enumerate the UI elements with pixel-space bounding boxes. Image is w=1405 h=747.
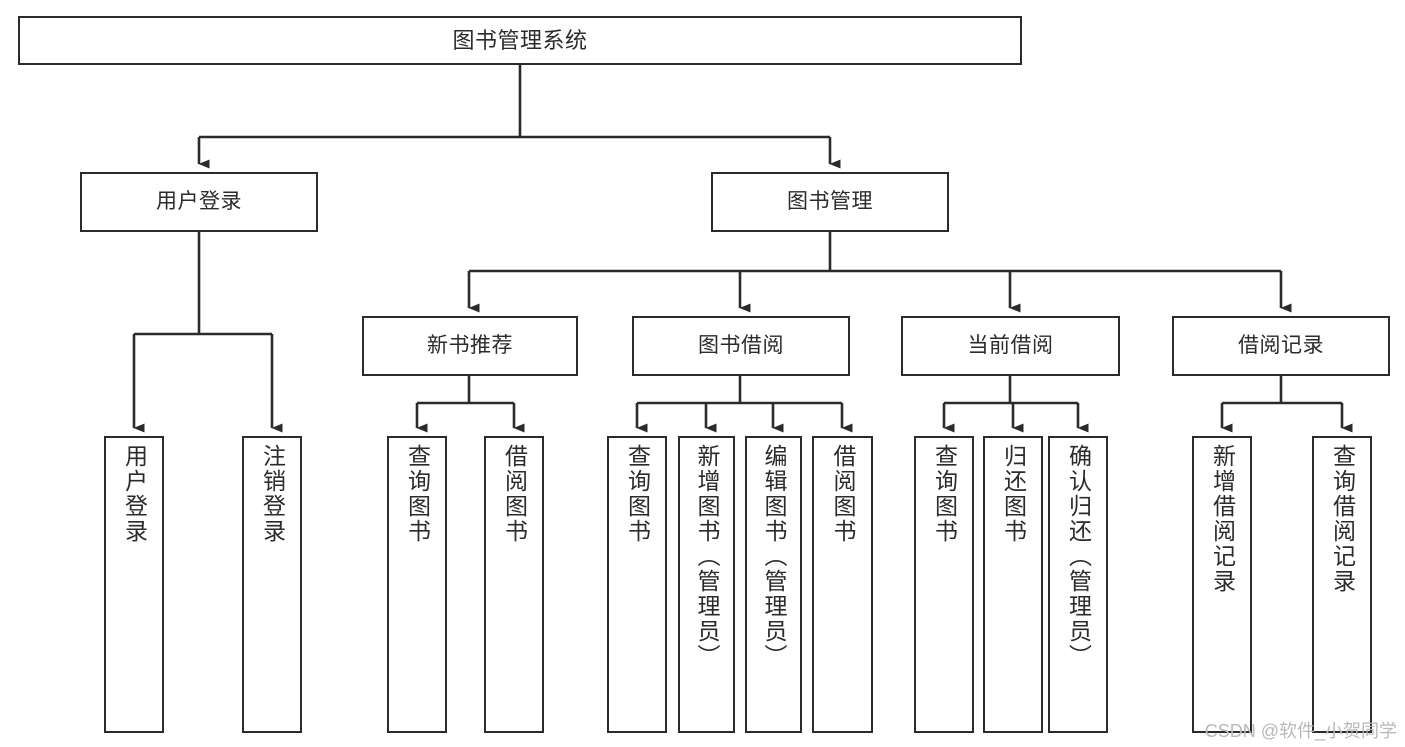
node-leaf-logout[interactable]: 注销登录 xyxy=(242,436,302,733)
node-leaf-add-record-label: 新增借阅记录 xyxy=(1209,444,1236,594)
node-current-borrow[interactable]: 当前借阅 xyxy=(901,316,1120,376)
node-leaf-borrow-book-1[interactable]: 借阅图书 xyxy=(484,436,544,733)
node-leaf-borrow-book-1-label: 借阅图书 xyxy=(501,444,528,544)
node-leaf-query-record-label: 查询借阅记录 xyxy=(1329,444,1356,594)
node-leaf-confirm-return[interactable]: 确认归还（管理员） xyxy=(1048,436,1108,733)
node-leaf-query-book-3-label: 查询图书 xyxy=(931,444,958,544)
csdn-watermark: CSDN @软件_小贺同学 xyxy=(1204,721,1397,741)
node-leaf-edit-book-label: 编辑图书（管理员） xyxy=(761,444,787,669)
node-user-login-label: 用户登录 xyxy=(156,189,242,213)
node-leaf-query-book-2-label: 查询图书 xyxy=(624,444,651,544)
node-leaf-add-book-label: 新增图书（管理员） xyxy=(694,444,720,669)
node-book-borrow[interactable]: 图书借阅 xyxy=(632,316,850,376)
node-leaf-query-book-2[interactable]: 查询图书 xyxy=(607,436,667,733)
node-leaf-user-login-label: 用户登录 xyxy=(121,444,148,544)
node-leaf-user-login[interactable]: 用户登录 xyxy=(104,436,164,733)
node-leaf-query-record[interactable]: 查询借阅记录 xyxy=(1312,436,1372,733)
node-current-borrow-label: 当前借阅 xyxy=(967,333,1054,357)
node-user-login[interactable]: 用户登录 xyxy=(80,172,318,232)
node-leaf-edit-book[interactable]: 编辑图书（管理员） xyxy=(745,436,802,733)
node-new-book-rec-label: 新书推荐 xyxy=(427,333,513,357)
node-leaf-return-book[interactable]: 归还图书 xyxy=(983,436,1043,733)
node-new-book-rec[interactable]: 新书推荐 xyxy=(362,316,578,376)
node-root-label: 图书管理系统 xyxy=(452,27,588,53)
node-leaf-add-book[interactable]: 新增图书（管理员） xyxy=(678,436,735,733)
node-leaf-borrow-book-2-label: 借阅图书 xyxy=(830,444,856,544)
node-book-borrow-label: 图书借阅 xyxy=(698,333,784,357)
node-leaf-logout-label: 注销登录 xyxy=(259,444,286,544)
node-leaf-query-book-1[interactable]: 查询图书 xyxy=(387,436,447,733)
node-leaf-query-book-1-label: 查询图书 xyxy=(404,444,431,544)
node-borrow-record[interactable]: 借阅记录 xyxy=(1172,316,1390,376)
node-borrow-record-label: 借阅记录 xyxy=(1238,333,1324,357)
node-leaf-borrow-book-2[interactable]: 借阅图书 xyxy=(812,436,873,733)
node-book-mgmt[interactable]: 图书管理 xyxy=(711,172,949,232)
node-book-mgmt-label: 图书管理 xyxy=(787,189,873,213)
node-leaf-confirm-return-label: 确认归还（管理员） xyxy=(1065,444,1092,669)
node-leaf-query-book-3[interactable]: 查询图书 xyxy=(914,436,974,733)
node-leaf-add-record[interactable]: 新增借阅记录 xyxy=(1192,436,1252,733)
node-root[interactable]: 图书管理系统 xyxy=(18,16,1022,65)
node-leaf-return-book-label: 归还图书 xyxy=(1000,444,1027,544)
